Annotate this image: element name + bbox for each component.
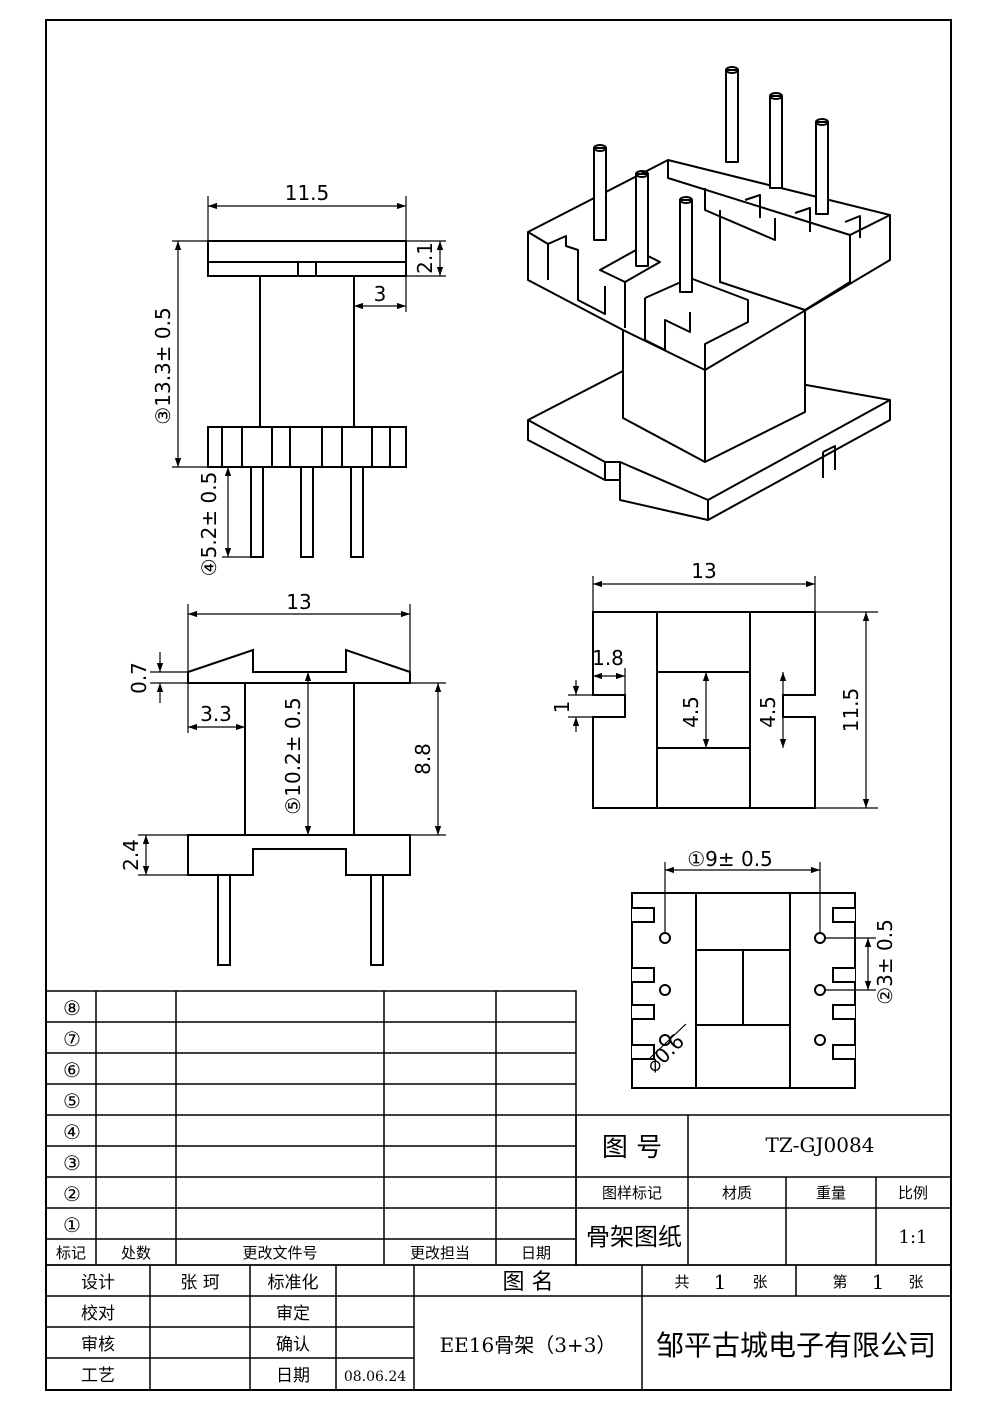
side-view-dimensions: [138, 604, 446, 876]
header-weight: 重量: [816, 1184, 846, 1202]
dim-slot-height: 1: [550, 701, 574, 714]
dim-top-view-height: 11.5: [839, 688, 863, 733]
revision-header-doc: 更改文件号: [242, 1244, 317, 1262]
dim-pin-row-spacing: ①9± 0.5: [687, 847, 773, 871]
dim-top-overhang: 3: [374, 282, 387, 306]
drawing-no: TZ-GJ0084: [766, 1133, 875, 1157]
drawing-type: 骨架图纸: [586, 1223, 682, 1251]
revision-header-count: 处数: [121, 1244, 151, 1262]
revision-mark-2: ②: [63, 1182, 81, 1206]
sheet-unit: 张: [908, 1273, 923, 1291]
dim-top-view-width: 13: [691, 559, 716, 583]
dim-side-width: 13: [286, 590, 311, 614]
dim-side-step: 0.7: [127, 662, 151, 694]
bottom-view: [631, 892, 856, 1089]
total-unit: 张: [752, 1273, 767, 1291]
dim-window-height: 8.8: [411, 743, 435, 775]
sheet-value: 1: [872, 1270, 885, 1294]
front-view-dimensions: [172, 196, 446, 558]
drawing-name-label: 图 名: [503, 1270, 554, 1295]
review-label: 审核: [81, 1335, 115, 1355]
dim-overall-height: ③13.3± 0.5: [151, 307, 175, 424]
confirm-label: 确认: [276, 1335, 310, 1355]
drawing-no-label: 图 号: [602, 1133, 662, 1163]
revision-header-mark: 标记: [56, 1244, 86, 1262]
design-label: 设计: [81, 1273, 115, 1293]
company-name: 邹平古城电子有限公司: [656, 1329, 936, 1362]
title-block: [45, 1114, 952, 1391]
dim-pin-length: ④5.2± 0.5: [197, 472, 221, 577]
bottom-view-dimensions: [649, 862, 876, 1059]
side-view: [187, 648, 411, 966]
dim-center-leg-b: 4.5: [756, 696, 780, 728]
dim-side-overhang: 3.3: [200, 702, 232, 726]
dim-center-leg-a: 4.5: [679, 696, 703, 728]
total-value: 1: [714, 1270, 727, 1294]
part-name: EE16骨架（3+3）: [440, 1333, 617, 1357]
scale-value: 1:1: [899, 1227, 928, 1248]
isometric-view: [527, 66, 891, 521]
dim-front-width: 11.5: [285, 181, 330, 205]
top-view-dimensions: [568, 576, 878, 809]
standard-label: 标准化: [268, 1273, 319, 1293]
header-drawing-mark: 图样标记: [602, 1184, 662, 1202]
dim-pin-pitch: ②3± 0.5: [873, 919, 897, 1005]
revision-header-owner: 更改担当: [410, 1244, 470, 1262]
revision-mark-1: ①: [63, 1213, 81, 1237]
revision-table: [45, 990, 577, 1266]
check-label: 校对: [81, 1304, 115, 1324]
revision-mark-7: ⑦: [63, 1027, 81, 1051]
dim-top-flange-height: 2.1: [413, 242, 437, 274]
dim-slot-width: 1.8: [592, 646, 624, 670]
designer-name: 张 珂: [180, 1273, 219, 1293]
header-material: 材质: [722, 1184, 752, 1202]
top-view: [592, 611, 816, 809]
sheet-label: 第: [832, 1273, 847, 1291]
process-label: 工艺: [81, 1366, 115, 1386]
dim-side-height: ⑤10.2± 0.5: [281, 697, 305, 814]
front-view: [207, 240, 407, 558]
approve-label: 审定: [276, 1304, 310, 1324]
revision-header-date: 日期: [521, 1244, 551, 1262]
dim-pin-diameter: ⌀0.6: [641, 1029, 689, 1077]
dim-bottom-flange-height: 2.4: [119, 839, 143, 871]
revision-mark-5: ⑤: [63, 1089, 81, 1113]
total-label: 共: [674, 1273, 689, 1291]
revision-mark-4: ④: [63, 1120, 81, 1144]
revision-mark-3: ③: [63, 1151, 81, 1175]
date-value: 08.06.24: [344, 1369, 406, 1385]
date-label: 日期: [276, 1366, 310, 1386]
header-scale: 比例: [898, 1184, 928, 1202]
revision-mark-8: ⑧: [63, 996, 81, 1020]
revision-mark-6: ⑥: [63, 1058, 81, 1082]
